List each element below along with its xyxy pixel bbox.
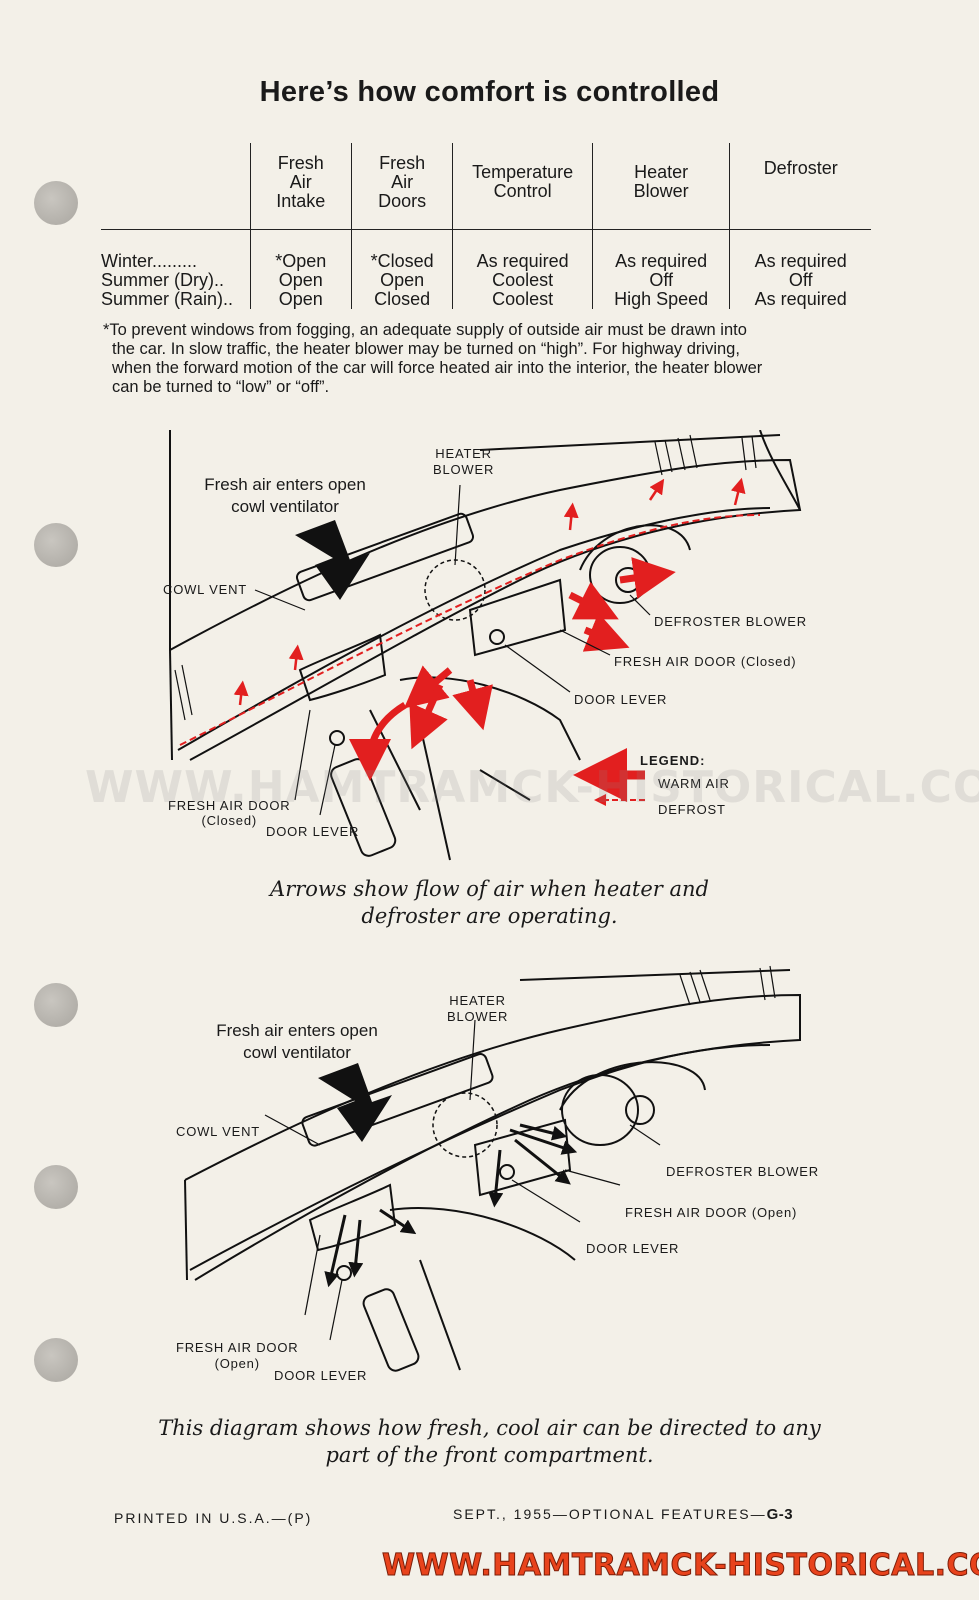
- column-header-fresh-air-doors: Fresh Air Doors: [350, 143, 453, 230]
- fresh-air-diagram: [184, 965, 801, 1372]
- heater-blower-outline: [432, 1092, 498, 1158]
- warm-air-arrows: [349, 557, 676, 781]
- door-lever-right-label: DOOR LEVER: [574, 692, 668, 707]
- watermark: WWW.HAMTRAMCK-HISTORICAL.COM: [85, 762, 979, 813]
- table-cell: *Open: [249, 229, 352, 271]
- leader-lines: [254, 484, 651, 816]
- row-label: Winter.........: [101, 251, 198, 271]
- table-cell: As required: [729, 290, 871, 309]
- legend-warm-air-label: WARM AIR: [658, 776, 730, 791]
- legend-title: LEGEND:: [640, 753, 706, 768]
- binder-hole: [34, 181, 78, 225]
- fresh-air-door-left-label: FRESH AIR DOOR (Closed): [168, 798, 291, 828]
- heater-airflow-diagram: [169, 430, 802, 861]
- windshield-hatch: [679, 965, 776, 1006]
- table-cell: Off: [591, 271, 730, 290]
- table-cell: *Closed: [350, 229, 453, 271]
- table-cell: High Speed: [591, 290, 730, 309]
- fresh-air-door-right-label: FRESH AIR DOOR (Open): [625, 1205, 798, 1220]
- table-header-row: Fresh Air Intake Fresh Air Doors Tempera…: [101, 143, 871, 230]
- fresh-air-door-left-label: FRESH AIR DOOR (Open): [176, 1340, 299, 1371]
- fresh-air-arrow-icon: [318, 1063, 392, 1142]
- defrost-arrow-icon: [730, 477, 746, 506]
- defrost-arrow-icon: [563, 502, 579, 531]
- table-cell: Off: [729, 271, 871, 290]
- legend-defrost-label: DEFROST: [658, 802, 726, 817]
- footer-date: SEPT., 1955—OPTIONAL FEATURES—G-3: [453, 1506, 794, 1523]
- table-cell: Coolest: [452, 271, 593, 290]
- table-row: Summer (Dry).. Open Open Coolest Off Off: [101, 271, 871, 290]
- door-lever-right-label: DOOR LEVER: [586, 1241, 680, 1256]
- watermark-bottom: WWW.HAMTRAMCK-HISTORICAL.COM: [381, 1548, 979, 1584]
- row-label: Summer (Rain)..: [101, 289, 234, 309]
- column-header-heater-blower: Heater Blower: [591, 143, 730, 230]
- defroster-blower-label: DEFROSTER BLOWER: [666, 1164, 819, 1179]
- defrost-arrow-icon: [648, 478, 665, 501]
- fresh-air-door-right-label: FRESH AIR DOOR (Closed): [614, 654, 797, 669]
- table-cell: Closed: [350, 290, 453, 309]
- column-header-defroster: Defroster: [729, 143, 871, 230]
- footer-printed: PRINTED IN U.S.A.—(P): [114, 1510, 313, 1526]
- table-row: Winter......... *Open *Closed As require…: [101, 229, 871, 271]
- defrost-arrow-icon: [288, 644, 304, 671]
- page-title: Here’s how comfort is controlled: [259, 76, 720, 108]
- binder-hole: [34, 1165, 78, 1209]
- binder-hole: [34, 1338, 78, 1382]
- table-cell: Open: [249, 271, 352, 290]
- binder-hole: [34, 983, 78, 1027]
- heater-blower-label: HEATER BLOWER: [447, 993, 509, 1024]
- defroster-blower-label: DEFROSTER BLOWER: [654, 614, 807, 629]
- column-header-fresh-air-intake: Fresh Air Intake: [249, 143, 352, 230]
- defrost-flow-line: [179, 514, 761, 746]
- footnote: *To prevent windows from fogging, an ade…: [103, 321, 763, 396]
- door-lever-left-label: DOOR LEVER: [266, 824, 360, 839]
- table-row: Summer (Rain).. Open Closed Coolest High…: [101, 290, 871, 309]
- column-header-temperature-control: Temperature Control: [452, 143, 593, 230]
- binder-hole: [34, 523, 78, 567]
- page-number: G-3: [766, 1506, 794, 1523]
- table-cell: Open: [249, 290, 352, 309]
- table-row-label-header: [101, 143, 251, 230]
- row-label: Summer (Dry)..: [101, 270, 224, 290]
- leader-lines: [264, 1019, 661, 1341]
- heater-blower-outline: [424, 559, 486, 621]
- fresh-air-label: Fresh air enters open cowl ventilator: [204, 475, 366, 516]
- table-cell: Open: [350, 271, 453, 290]
- diagram2-caption: This diagram shows how fresh, cool air c…: [158, 1416, 821, 1467]
- fresh-air-arrow-icon: [295, 520, 370, 600]
- fresh-air-flow-arrows: [324, 1123, 578, 1288]
- door-lever-left-label: DOOR LEVER: [274, 1368, 368, 1383]
- defrost-arrow-icon: [233, 680, 249, 706]
- dashboard-outline: [184, 969, 801, 1372]
- table-cell: As required: [452, 229, 593, 271]
- comfort-control-table: Fresh Air Intake Fresh Air Doors Tempera…: [101, 143, 871, 309]
- table-cell: Coolest: [452, 290, 593, 309]
- table-cell: As required: [729, 229, 871, 271]
- cowl-vent-label: COWL VENT: [163, 582, 248, 597]
- windshield-hatch: [174, 434, 757, 721]
- fresh-air-label: Fresh air enters open cowl ventilator: [216, 1021, 378, 1062]
- heater-blower-label: HEATER BLOWER: [433, 446, 495, 477]
- diagram1-caption: Arrows show flow of air when heater and …: [270, 877, 709, 928]
- table-cell: As required: [591, 229, 730, 271]
- cowl-vent-label: COWL VENT: [176, 1124, 261, 1139]
